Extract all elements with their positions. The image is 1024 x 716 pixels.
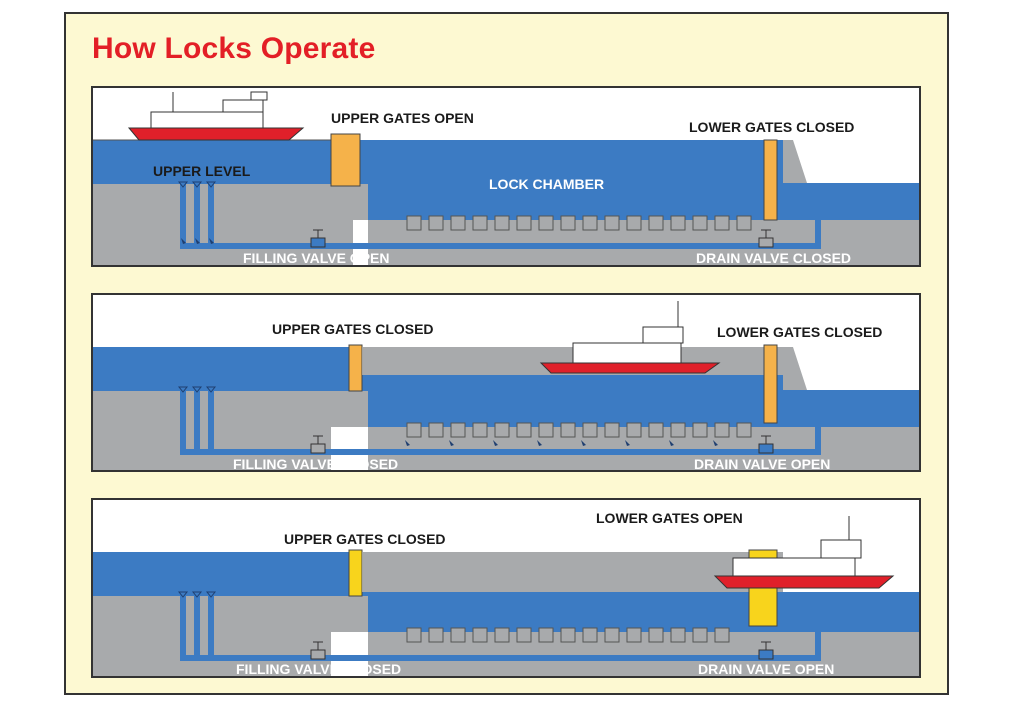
lower-water [783,183,919,220]
drain-valve-label: DRAIN VALVE OPEN [698,661,835,677]
filling-intakes [180,184,214,243]
drain-arrows [405,440,718,446]
filling-valve-label: FILLING VALVE CLOSED [236,661,402,677]
drain-valve-icon [758,229,774,248]
lower-wall [783,347,807,390]
upper-gate [348,549,363,597]
intake-triangles [177,181,217,188]
lock-diagram-3 [93,516,919,676]
page-title: How Locks Operate [92,32,376,65]
lock-diagram-2 [93,301,919,470]
lower-gates-label: LOWER GATES CLOSED [717,324,883,340]
chamber-floor [331,391,368,427]
chamber-wall [363,552,783,592]
chamber-ports [406,422,752,438]
drain-valve-label: DRAIN VALVE OPEN [694,456,831,472]
panel-stage-3: UPPER GATES CLOSED LOWER GATES OPEN FILL… [91,498,921,678]
towboat-icon [539,301,721,374]
lower-gates-label: LOWER GATES CLOSED [689,119,855,135]
chamber-floor [331,184,368,220]
filling-valve-icon [310,229,326,248]
upper-gates-label: UPPER GATES CLOSED [284,531,446,547]
upper-water [93,140,353,184]
lower-water [783,390,919,427]
panel-stage-2: UPPER GATES CLOSED LOWER GATES CLOSED FI… [91,293,921,472]
lower-gate [763,139,778,221]
intake-triangles [177,386,217,393]
chamber-water [353,375,783,427]
lower-wall [783,140,807,183]
chamber-water [353,140,783,220]
chamber-floor [331,596,368,632]
upper-gates-label: UPPER GATES CLOSED [272,321,434,337]
drain-valve-icon [758,641,774,660]
lower-gate [763,344,778,424]
chamber-ports [406,627,730,643]
drain-valve-icon [758,435,774,454]
upper-water [93,552,353,596]
filling-valve-icon [310,435,326,454]
flow-arrows [181,238,214,244]
upper-gates-label: UPPER GATES OPEN [331,110,474,126]
filling-valve-icon [310,641,326,660]
lower-gates-label: LOWER GATES OPEN [596,510,743,526]
upper-gate [330,133,361,187]
lock-chamber-label: LOCK CHAMBER [489,176,605,192]
towboat-icon [127,91,305,141]
filling-intakes [180,391,214,449]
filling-intakes [180,596,214,655]
upper-gate [348,344,363,392]
upper-level-label: UPPER LEVEL [153,163,251,179]
chamber-water [353,592,919,632]
towboat-icon [713,516,895,589]
filling-valve-label: FILLING VALVE CLOSED [233,456,399,472]
chamber-ports [406,215,752,231]
upper-water [93,347,353,391]
filling-valve-label: FILLING VALVE OPEN [243,250,390,266]
drain-valve-label: DRAIN VALVE CLOSED [696,250,852,266]
panel-stage-1: UPPER GATES OPEN LOWER GATES CLOSED UPPE… [91,86,921,267]
intake-triangles [177,591,217,598]
lock-diagram-1 [93,91,919,265]
